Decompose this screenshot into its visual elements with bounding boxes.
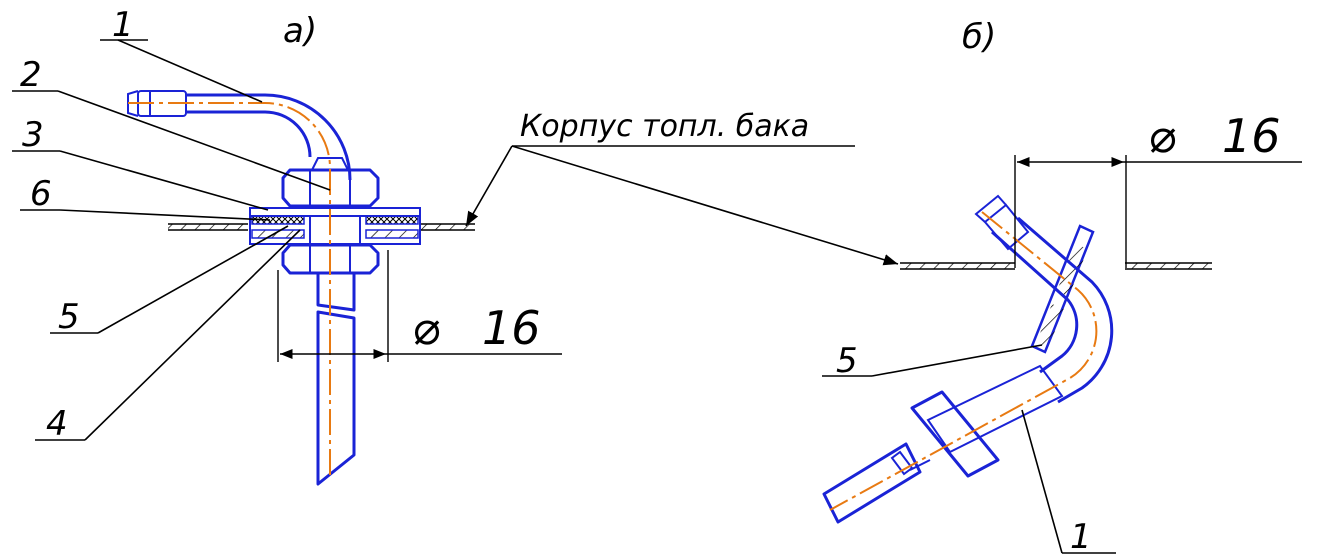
label-b-5: 5: [836, 341, 858, 381]
label-a-4: 4: [46, 404, 68, 444]
view-b-caption: б): [962, 17, 996, 57]
leaders-a: [12, 39, 331, 441]
fitting-tube-b: [974, 194, 1114, 404]
label-a-1: 1: [112, 5, 134, 45]
view-a-caption: а): [283, 11, 317, 51]
dimension-b-value: 16: [1222, 109, 1281, 163]
gasket-b: [1030, 224, 1095, 354]
dimension-a-value: 16: [482, 301, 541, 355]
tank-wall-b: [900, 262, 1212, 270]
label-a-3: 3: [22, 115, 44, 155]
leaders-b: [822, 344, 1116, 554]
label-a-2: 2: [20, 55, 42, 95]
axis-b: [829, 211, 1098, 511]
dimension-a: [277, 250, 562, 362]
label-a-5: 5: [58, 297, 80, 337]
fitting-tube-a: [127, 90, 352, 181]
tank-wall-a: [168, 223, 475, 231]
label-a-6: 6: [30, 174, 52, 214]
tank-body-callout: Корпус топл. бака: [465, 109, 899, 266]
view-b: б): [822, 17, 1302, 555]
pipe-b: [822, 442, 931, 524]
label-b-1: 1: [1070, 517, 1092, 555]
view-a: а): [12, 5, 562, 486]
dimension-a-symbol: ⌀: [412, 301, 440, 355]
nut-b: [910, 364, 1064, 478]
pipe-below-a: [316, 273, 356, 486]
tank-body-label: Корпус топл. бака: [520, 109, 809, 144]
dimension-b-symbol: ⌀: [1148, 109, 1176, 163]
dimension-b: [1014, 155, 1302, 268]
lower-nut-a: [281, 243, 380, 275]
gasket-stack-a: [249, 207, 421, 245]
axis-a: [128, 102, 331, 480]
